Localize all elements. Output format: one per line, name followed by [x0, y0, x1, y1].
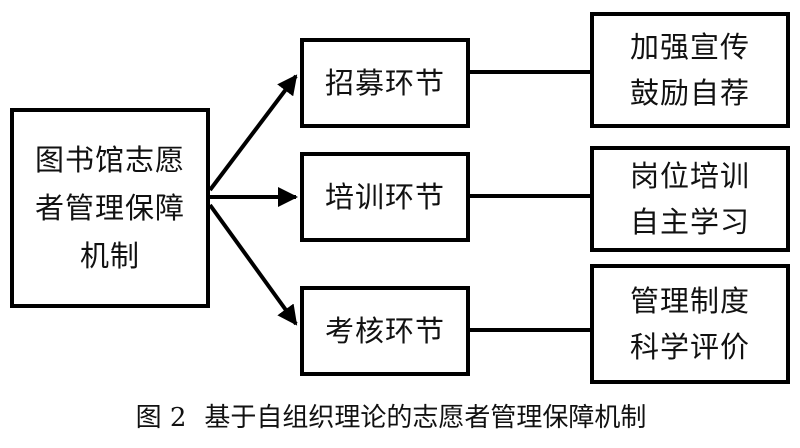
arrow-to-assessment: [208, 203, 298, 326]
stage-recruit: 招募环节: [300, 38, 470, 128]
detail-training: 岗位培训 自主学习: [590, 146, 790, 252]
root-line-2: 者管理保障: [34, 191, 185, 225]
detail-training-line-2: 自主学习: [629, 205, 750, 239]
figure-number: 图 2: [135, 403, 187, 433]
detail-assessment: 管理制度 科学评价: [590, 264, 790, 384]
detail-recruit: 加强宣传 鼓励自荐: [590, 12, 790, 128]
root-node: 图书馆志愿 者管理保障 机制: [10, 108, 210, 308]
stage-training-label: 培训环节: [324, 180, 445, 214]
stage-assessment-label: 考核环节: [324, 314, 445, 348]
stage-training: 培训环节: [300, 152, 470, 242]
detail-training-line-1: 岗位培训: [629, 159, 750, 193]
stage-recruit-label: 招募环节: [324, 66, 445, 100]
root-line-3: 机制: [79, 239, 140, 273]
root-line-1: 图书馆志愿: [34, 143, 185, 177]
detail-recruit-line-2: 鼓励自荐: [629, 76, 750, 110]
figure-caption: 图 2 基于自组织理论的志愿者管理保障机制: [0, 396, 800, 440]
stage-assessment: 考核环节: [300, 286, 470, 376]
arrow-to-recruit: [208, 74, 298, 192]
detail-assessment-line-1: 管理制度: [629, 284, 750, 318]
detail-recruit-line-1: 加强宣传: [629, 30, 750, 64]
figure-caption-text: 基于自组织理论的志愿者管理保障机制: [204, 403, 647, 433]
detail-assessment-line-2: 科学评价: [629, 330, 750, 364]
